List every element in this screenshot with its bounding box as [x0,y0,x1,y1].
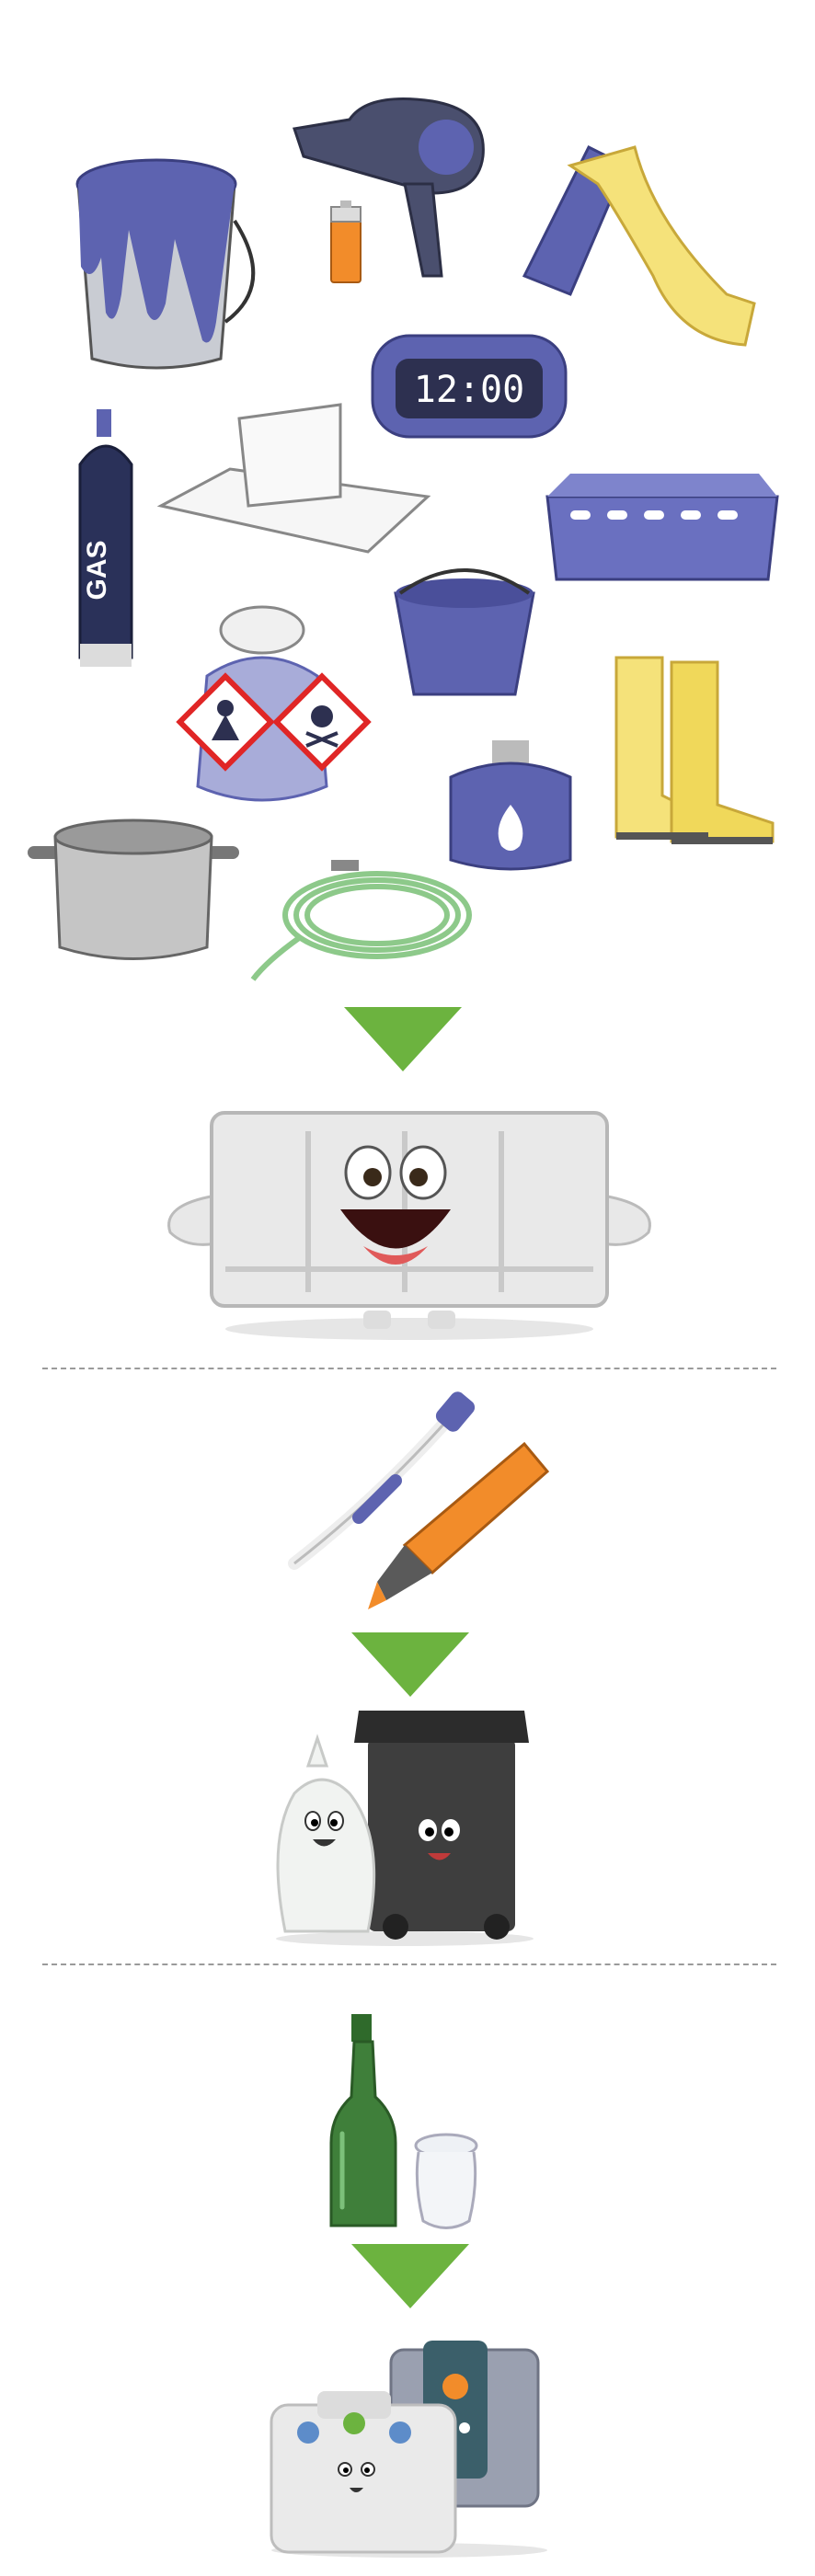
gas-label: GAS [82,540,112,600]
glass-bottle-icon [329,2014,397,2227]
alarm-clock-icon: 12:00 [371,334,568,439]
section-divider [42,1368,776,1369]
skull-hazard-icon [272,672,372,772]
bucket-icon [394,568,535,696]
plastic-crate-icon [545,474,779,581]
slide-icon [522,144,756,347]
toothbrush-icon [288,1391,476,1570]
cooking-pot-icon [28,819,239,960]
gas-cartridge-icon: GAS [78,409,133,667]
paint-bucket-icon [75,158,256,370]
general-waste-bin-icon [276,1711,534,1946]
glass-jar-icon [414,2133,478,2229]
section-divider [42,1963,776,1965]
clock-display: 12:00 [414,369,524,411]
section-general-waste [0,1370,815,1963]
rubber-boots-icon [614,656,775,844]
health-hazard-icon [176,672,275,772]
camping-gas-icon [449,740,572,871]
sponge-block-icon [156,403,431,554]
arrow-down-icon [344,1007,462,1071]
battery-icon [330,200,362,283]
skip-container-icon [167,1111,651,1340]
chemical-bottle-icon [176,605,372,802]
arrow-down-icon [351,2244,469,2308]
highlighter-icon [368,1441,550,1609]
garden-hose-icon [250,860,472,981]
section-bulky-waste: 12:00 GAS [28,97,779,1340]
glass-containers-icon [270,2341,547,2558]
section-glass [0,1968,815,2576]
arrow-down-icon [351,1632,469,1697]
hair-dryer-icon [293,97,485,278]
